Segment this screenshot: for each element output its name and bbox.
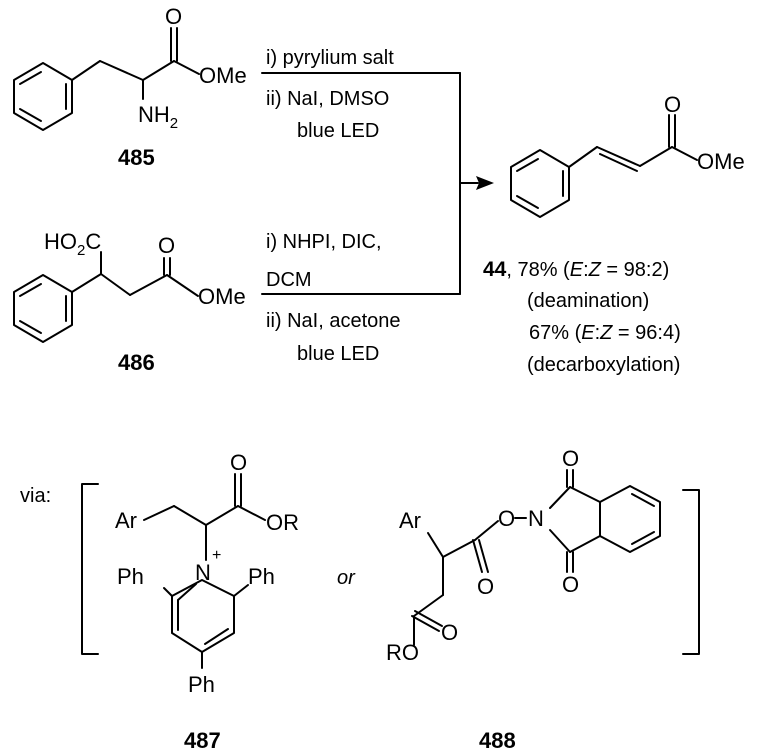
product-44-ratio-2: = 96:4)	[612, 322, 680, 344]
compound-485-structure	[13, 27, 200, 131]
compound-486-acid-ho: HO	[44, 229, 77, 254]
intermediate-488-ester-o: O	[498, 506, 515, 531]
compound-485-label: 485	[118, 145, 155, 170]
left-bracket	[81, 483, 99, 655]
product-44-yield-1: , 78% (	[506, 259, 570, 281]
product-44-yield-line-1: 44, 78% (E:Z = 98:2)	[483, 258, 669, 281]
condition-2-step-4: blue LED	[297, 343, 379, 365]
condition-1-step-1: i) pyrylium salt	[266, 47, 394, 69]
condition-2-step-1: i) NHPI, DIC,	[266, 231, 382, 253]
intermediate-487-ph-left: Ph	[117, 564, 144, 589]
intermediate-487-nitrogen: N	[195, 560, 211, 585]
intermediate-487-ar-label: Ar	[115, 508, 137, 533]
intermediate-487-structure	[143, 473, 266, 669]
compound-486-structure	[13, 251, 199, 343]
intermediate-487-ester-label: OR	[266, 510, 299, 535]
compound-486-label: 486	[118, 350, 155, 375]
product-44-ratio-colon-1: :	[583, 259, 589, 281]
intermediate-488-carbonyl-o: O	[477, 574, 494, 599]
compound-485-amine-subscript: 2	[170, 115, 178, 132]
product-44-ratio-z-1: Z	[588, 259, 602, 281]
condition-2-step-2: DCM	[266, 269, 312, 291]
compound-486-ester-label: OMe	[198, 284, 246, 309]
product-44-structure	[510, 114, 698, 218]
product-44-ratio-colon-2: :	[595, 322, 601, 344]
compound-485-carbonyl-o: O	[165, 4, 182, 29]
condition-1-step-3: blue LED	[297, 120, 379, 142]
intermediate-487-charge: +	[212, 547, 221, 564]
right-bracket	[682, 489, 700, 655]
compound-486-acid-c: C	[85, 229, 101, 254]
condition-1-step-2: ii) NaI, DMSO	[266, 88, 389, 110]
intermediate-488-ro-carbonyl-o: O	[441, 620, 458, 645]
via-label: via:	[20, 485, 51, 507]
product-44-ratio-1: = 98:2)	[601, 259, 669, 281]
reaction-arrow	[261, 72, 494, 295]
product-44-yield-line-2: 67% (E:Z = 96:4)	[529, 322, 681, 344]
intermediate-488-label: 488	[479, 728, 516, 753]
intermediate-488-structure	[411, 469, 661, 646]
intermediate-487-label: 487	[184, 728, 221, 753]
compound-485-amine-nh: NH	[138, 102, 170, 127]
intermediate-488-ro-label: RO	[386, 640, 419, 665]
compound-486-acid-label: HO2C	[44, 229, 101, 259]
intermediate-488-ar-label: Ar	[399, 508, 421, 533]
intermediate-488-imide-n: N	[528, 506, 544, 531]
product-44-carbonyl-o: O	[664, 92, 681, 117]
product-44-note-2: (decarboxylation)	[527, 354, 680, 376]
intermediate-487-carbonyl-o: O	[230, 450, 247, 475]
intermediate-487-ph-right: Ph	[248, 564, 275, 589]
compound-485-ester-label: OMe	[199, 63, 247, 88]
product-44-ratio-z-2: Z	[599, 322, 613, 344]
product-44-ratio-e-1: E	[570, 259, 584, 281]
product-44-ratio-e-2: E	[581, 322, 595, 344]
compound-486-carbonyl-o: O	[158, 233, 175, 258]
product-44-label: 44	[483, 258, 507, 281]
compound-485-amine-label: NH2	[138, 102, 178, 132]
condition-2-step-3: ii) NaI, acetone	[266, 310, 401, 332]
or-label: or	[337, 567, 356, 589]
product-44-ester-label: OMe	[697, 149, 745, 174]
product-44-yield-2: 67% (	[529, 322, 582, 344]
intermediate-487-ph-bottom: Ph	[188, 672, 215, 697]
intermediate-488-imide-o-bottom: O	[562, 572, 579, 597]
intermediate-488-imide-o-top: O	[562, 446, 579, 471]
compound-486-acid-subscript: 2	[77, 242, 85, 259]
product-44-note-1: (deamination)	[527, 290, 649, 312]
